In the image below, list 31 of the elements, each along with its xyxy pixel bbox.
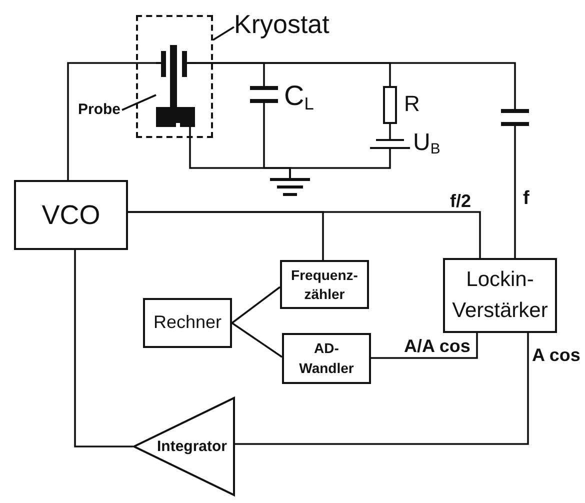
process-box: Lockin- Verstärker [443, 258, 557, 333]
wire [232, 322, 282, 358]
leader-line [122, 94, 156, 111]
wire [195, 62, 516, 109]
resistor-symbol [383, 86, 397, 124]
battery-symbol [370, 139, 410, 149]
text-label: Probe [78, 101, 122, 119]
wire [235, 333, 529, 445]
wire [67, 62, 156, 180]
process-box: Frequenz- zähler [280, 260, 369, 309]
wire [231, 286, 281, 324]
process-box: Rechner [143, 298, 232, 348]
component-label: C$_{L}$ [284, 82, 314, 113]
wire [289, 149, 391, 178]
wire [514, 126, 516, 258]
amplifier-triangle: Integrator [133, 397, 235, 496]
wire [389, 124, 391, 139]
wire [371, 333, 478, 359]
wire [74, 250, 133, 448]
ground-symbol [270, 178, 310, 196]
wire [128, 211, 324, 260]
capacitor-symbol [250, 86, 278, 103]
process-box: AD- Wandler [282, 333, 371, 384]
process-box: VCO [14, 180, 128, 250]
text-label: Kryostat [234, 8, 332, 40]
leader-line [212, 26, 234, 41]
component-label: R [404, 93, 420, 115]
dashed-enclosure [136, 15, 213, 138]
capacitor-symbol [501, 109, 529, 126]
sample-probe-drawing [156, 45, 195, 127]
component-label: U$_{B}$ [413, 131, 440, 158]
